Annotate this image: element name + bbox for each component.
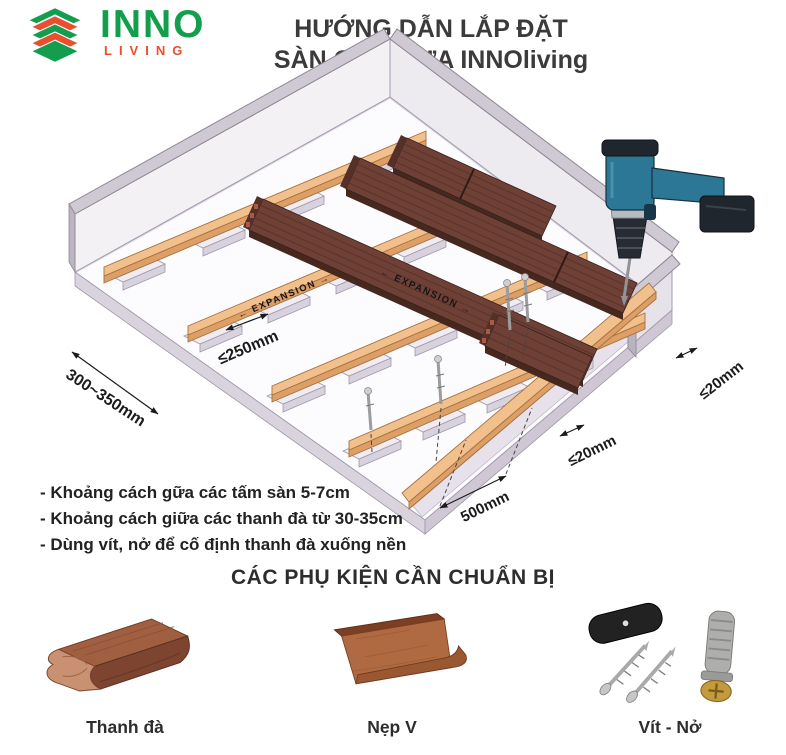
screw-small-2 bbox=[626, 646, 676, 703]
logo-name: INNO bbox=[100, 3, 206, 46]
v-trim-icon bbox=[333, 613, 467, 685]
accessory-label: Nẹp V bbox=[367, 717, 417, 737]
dimension-wall-gap-bottom: ≤20mm bbox=[559, 424, 619, 470]
screw-small bbox=[599, 640, 650, 696]
accessory-thanh-da: Thanh đà bbox=[30, 600, 220, 738]
accessory-label: Vít - Nở bbox=[638, 717, 702, 737]
screw-guide-lines bbox=[370, 325, 529, 463]
deck-board-row4 bbox=[479, 312, 593, 395]
wall-gap-bottom-label: ≤20mm bbox=[565, 432, 619, 470]
joist-profile-icon bbox=[46, 618, 190, 692]
dimension-wall-gap-right: ≤20mm bbox=[675, 347, 747, 403]
logo: INNO LIVING bbox=[18, 4, 206, 66]
page-title-line1: HƯỚNG DẪN LẮP ĐẶT bbox=[294, 15, 568, 43]
note-item: - Khoảng cách giữa các thanh đà từ 30-35… bbox=[40, 509, 403, 528]
left-wall bbox=[68, 28, 391, 274]
accessory-nep-v: Nẹp V bbox=[302, 600, 482, 738]
accessories-title: CÁC PHỤ KIỆN CẦN CHUẨN BỊ bbox=[230, 566, 555, 589]
accessory-vit-no: Vít - Nở bbox=[570, 596, 770, 738]
screws bbox=[364, 273, 533, 463]
screws-anchor-icon bbox=[588, 602, 736, 703]
note-item: - Khoảng cách gữa các tấm sàn 5-7cm bbox=[40, 483, 350, 502]
screw-items bbox=[364, 273, 533, 431]
dimension-joist-spacing: 300~350mm bbox=[63, 351, 159, 430]
clip-plate bbox=[588, 602, 663, 644]
installation-diagram: ≤250mm 300~350mm ← EXPANSION → bbox=[63, 28, 755, 535]
wall-gap-right-label: ≤20mm bbox=[696, 358, 747, 403]
logo-tagline: LIVING bbox=[104, 43, 190, 58]
logo-text: INNO LIVING bbox=[100, 3, 206, 59]
wall-anchor bbox=[700, 610, 736, 703]
deck-board-row2 bbox=[340, 155, 638, 320]
logo-icon bbox=[27, 7, 83, 63]
note-item: - Dùng vít, nở để cố định thanh đà xuống… bbox=[40, 535, 407, 554]
installation-notes: - Khoảng cách gữa các tấm sàn 5-7cm - Kh… bbox=[40, 480, 406, 558]
accessory-label: Thanh đà bbox=[86, 717, 164, 737]
drill-icon bbox=[601, 139, 755, 306]
